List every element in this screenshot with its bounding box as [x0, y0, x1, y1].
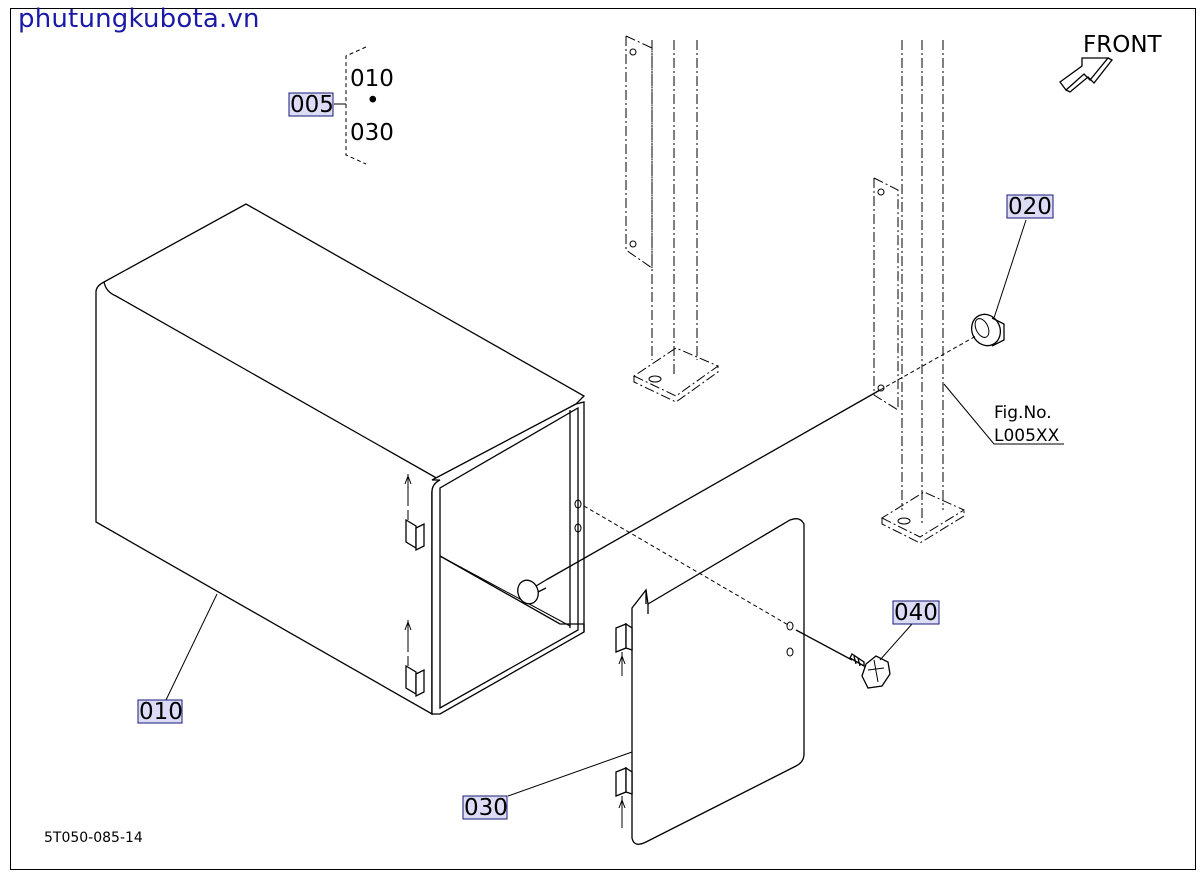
- callout-box-030: [462, 795, 508, 820]
- grommet-020: [517, 313, 1005, 605]
- front-arrow-icon: [1059, 57, 1114, 93]
- callout-020[interactable]: 020: [1008, 194, 1052, 220]
- callout-005[interactable]: 005: [290, 92, 334, 118]
- group-item-010: 010: [350, 66, 394, 92]
- leader-020: [993, 219, 1027, 319]
- front-label: FRONT: [1083, 32, 1163, 58]
- leader-010: [165, 593, 218, 701]
- leader-040: [879, 623, 913, 661]
- callout-box-020: [1006, 194, 1054, 219]
- leader-fig-ref: [943, 383, 1064, 445]
- callout-030[interactable]: 030: [464, 795, 508, 821]
- knob-bolt-040: [849, 653, 891, 689]
- leader-030: [507, 751, 633, 797]
- callout-040[interactable]: 040: [894, 600, 938, 626]
- callout-box-040: [892, 600, 940, 625]
- drawing-code: 5T050-085-14: [44, 830, 143, 846]
- group-item-030: 030: [350, 120, 394, 146]
- leader-grommet-dashed: [879, 335, 977, 391]
- left-stand-phantom: [625, 35, 720, 403]
- fig-ref-line2[interactable]: L005XX: [994, 426, 1060, 446]
- callout-010[interactable]: 010: [139, 699, 183, 725]
- leader-grommet-line: [545, 389, 881, 581]
- right-stand-phantom: [873, 40, 966, 544]
- callout-box-005: [288, 92, 334, 117]
- door-panel-030: [615, 518, 805, 845]
- leader-knob-line: [795, 629, 853, 661]
- group-dot: •: [366, 88, 380, 114]
- drawing-frame: [10, 8, 1196, 870]
- leader-knob-dashed: [583, 505, 791, 627]
- cabinet-box-010: [95, 203, 586, 716]
- fig-ref-line1: Fig.No.: [994, 403, 1052, 423]
- callout-box-010: [137, 699, 183, 724]
- assembly-bracket: [334, 46, 367, 165]
- watermark-text: phutungkubota.vn: [18, 4, 260, 34]
